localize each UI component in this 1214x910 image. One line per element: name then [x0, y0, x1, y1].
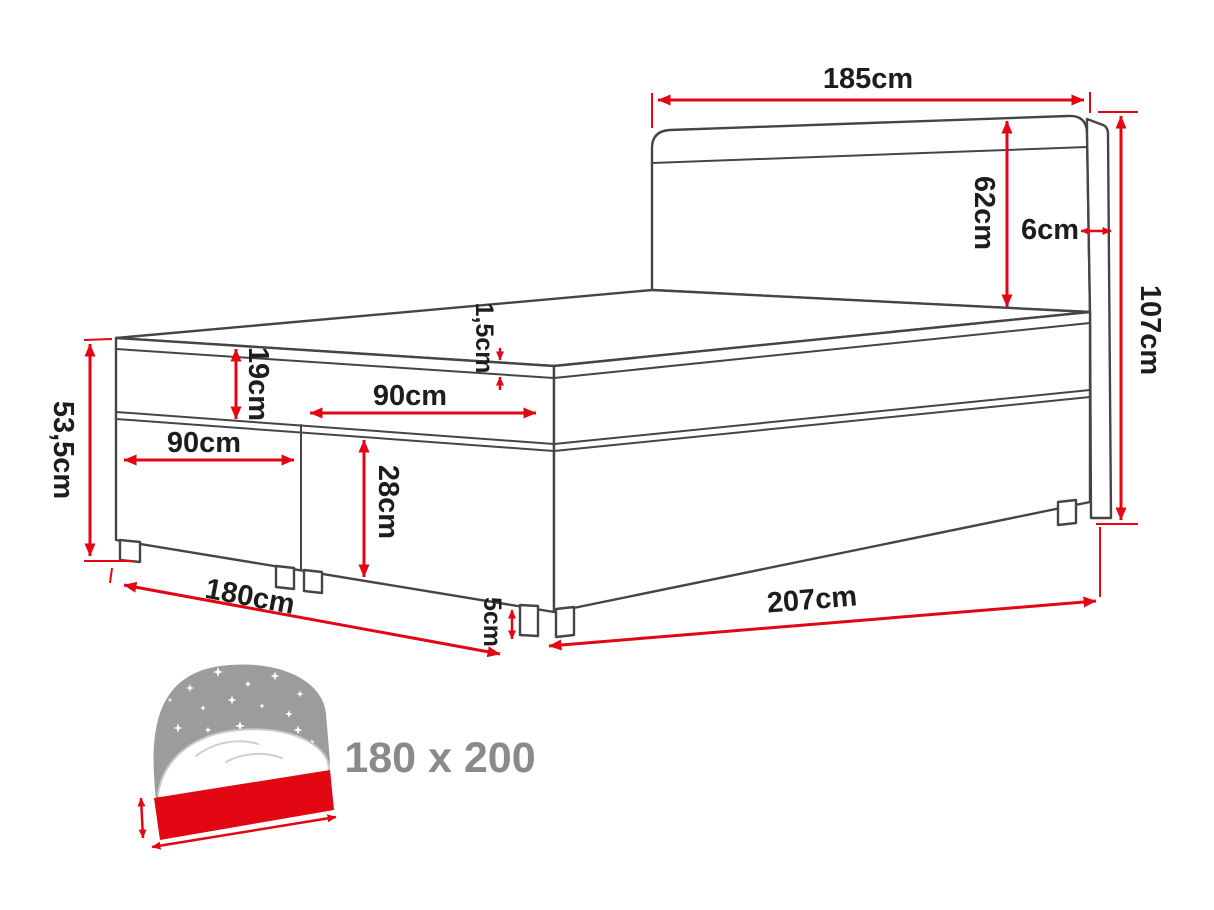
size-badge: 180 x 200: [344, 734, 535, 782]
icon-height-arrow: [137, 797, 147, 839]
bed-leg: [118, 538, 142, 564]
icon-pillow-line: [225, 752, 283, 763]
dimension-headboard-height: 62cm: [968, 120, 1013, 308]
dimension-headboard-thickness: 6cm: [1021, 214, 1112, 246]
bed-leg: [302, 568, 324, 595]
label-headboard-thickness: 6cm: [1021, 214, 1079, 246]
dimension-half-width-right: 90cm: [309, 380, 537, 419]
topper-seam-foot: [115, 348, 555, 379]
dimension-topper-height: 1,5cm: [470, 303, 504, 390]
dimension-base-height: 28cm: [358, 439, 404, 578]
bed-drawing: [114, 114, 1113, 639]
topper-seam-side: [553, 322, 1091, 379]
headboard-top-seam: [651, 146, 1088, 164]
label-total-height: 107cm: [1134, 285, 1166, 375]
label-headboard-width: 185cm: [823, 63, 913, 95]
dimension-leg-height: 5cm: [478, 597, 516, 647]
label-base-height: 28cm: [372, 465, 404, 539]
bed-leg: [1056, 498, 1078, 527]
bed-side-face: [552, 310, 1092, 614]
mattress-bottom-foot: [115, 411, 555, 445]
dimension-mattress-height: 19cm: [230, 347, 274, 421]
bed-leg: [554, 605, 576, 639]
dimension-half-width-left: 90cm: [123, 427, 295, 466]
label-headboard-height: 62cm: [968, 176, 1000, 250]
bed-foot-face: [114, 336, 556, 614]
icon-pillow-line: [195, 740, 259, 757]
dimension-headboard-width: 185cm: [651, 63, 1091, 128]
label-bed-length: 207cm: [766, 580, 859, 619]
label-half-width-left: 90cm: [167, 427, 241, 459]
base-top-foot: [115, 418, 555, 452]
label-corner-height: 53,5cm: [47, 401, 79, 499]
label-half-width-right: 90cm: [373, 380, 447, 412]
dimension-lines: 185cm 62cm 6cm 107cm 53,5cm 19cm: [47, 63, 1166, 658]
base-top-side: [553, 396, 1091, 452]
label-leg-height: 5cm: [478, 597, 506, 647]
icon-width-arrow: [151, 814, 337, 850]
bed-size-icon: [137, 664, 337, 850]
dimension-corner-height: 53,5cm: [47, 338, 134, 562]
bed-leg: [518, 603, 540, 638]
dimension-bed-length: 207cm: [548, 527, 1101, 651]
dimension-total-height: 107cm: [1096, 111, 1166, 525]
label-mattress-height: 19cm: [242, 347, 274, 421]
mattress-bottom-side: [553, 389, 1091, 445]
label-topper-height: 1,5cm: [470, 303, 498, 374]
